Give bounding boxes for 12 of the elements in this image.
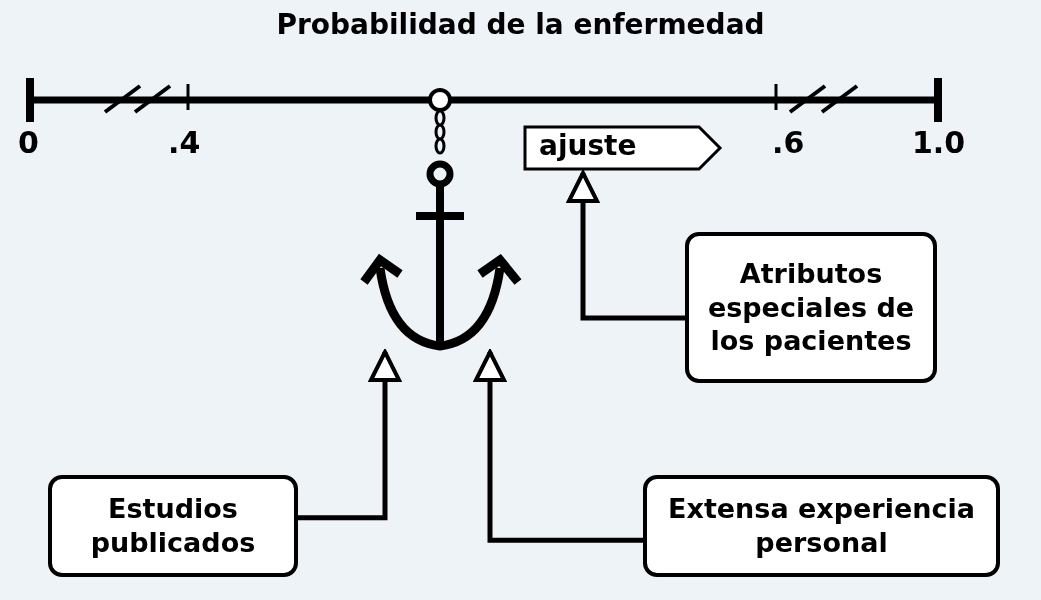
tick-label: .4	[168, 125, 201, 160]
tick-label: .6	[772, 125, 805, 160]
tick-label: 0	[18, 125, 39, 160]
text-box: Extensa experiencia personal	[643, 475, 1000, 577]
tick-label: 1.0	[912, 125, 966, 160]
arrow	[298, 350, 401, 521]
tag-text: ajuste	[539, 129, 637, 162]
title: Probabilidad de la enfermedad	[275, 8, 766, 41]
text-box: Atributos especiales de los pacientes	[685, 232, 937, 383]
arrow	[474, 350, 643, 543]
text-box: Estudios publicados	[48, 475, 298, 577]
arrow	[567, 171, 685, 321]
